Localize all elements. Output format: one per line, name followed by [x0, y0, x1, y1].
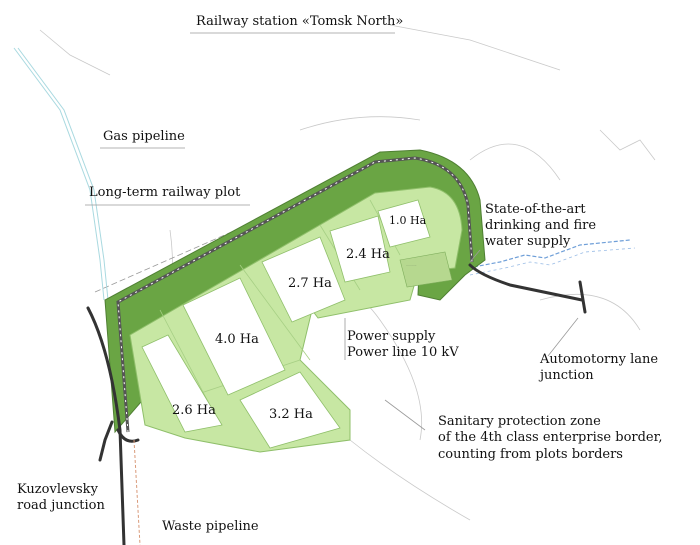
- plot-3-2-label: 3.2 Ha: [269, 407, 313, 422]
- gas-pipeline-line: [13, 47, 109, 301]
- railway-loop-ties: [117, 157, 473, 433]
- power-supply-label-2: Power line 10 kV: [347, 345, 459, 360]
- water-supply-label-1: State-of-the-art: [485, 202, 586, 217]
- sanitary-label-3: counting from plots borders: [438, 447, 623, 462]
- kuzovlevsky-label-1: Kuzovlevsky: [17, 482, 99, 497]
- railway-station-label: Railway station «Tomsk North»: [196, 14, 403, 29]
- sanitary-label-1: Sanitary protection zone: [438, 414, 601, 429]
- plot-2-4-label: 2.4 Ha: [346, 247, 390, 262]
- sanitary-label-2: of the 4th class enterprise border,: [438, 430, 663, 445]
- water-supply-line: [467, 239, 636, 276]
- substation-note: ···········: [406, 263, 417, 267]
- plot-4-0-label: 4.0 Ha: [215, 332, 259, 347]
- plot-2-6-label: 2.6 Ha: [172, 403, 216, 418]
- automotorny-label-2: junction: [538, 368, 594, 383]
- railway-plot-label: Long-term railway plot: [89, 185, 241, 200]
- plot-2-7-label: 2.7 Ha: [288, 276, 332, 291]
- plot-3-2: [239, 371, 341, 449]
- plot-2-4: [329, 215, 391, 283]
- plot-2-6: [141, 334, 223, 433]
- water-supply-label-3: water supply: [485, 234, 571, 249]
- plot-4-0: [182, 277, 286, 396]
- water-supply-label-2: drinking and fire: [485, 218, 596, 233]
- leader-lines: [85, 32, 579, 431]
- plot-1-0: [377, 199, 431, 248]
- power-supply-label-1: Power supply: [347, 329, 436, 344]
- automotorny-road: [468, 263, 587, 314]
- waste-pipeline-label: Waste pipeline: [162, 519, 259, 534]
- kuzovlevsky-road: [86, 306, 140, 545]
- gas-pipeline-label: Gas pipeline: [103, 129, 185, 144]
- plot-1-0-label: 1.0 Ha: [389, 214, 427, 227]
- waste-pipeline-line: [133, 439, 141, 545]
- kuzovlevsky-label-2: road junction: [17, 498, 106, 513]
- substation-area: [399, 251, 453, 288]
- automotorny-label-1: Automotorny lane: [539, 352, 658, 367]
- plot-2-7: [261, 236, 346, 323]
